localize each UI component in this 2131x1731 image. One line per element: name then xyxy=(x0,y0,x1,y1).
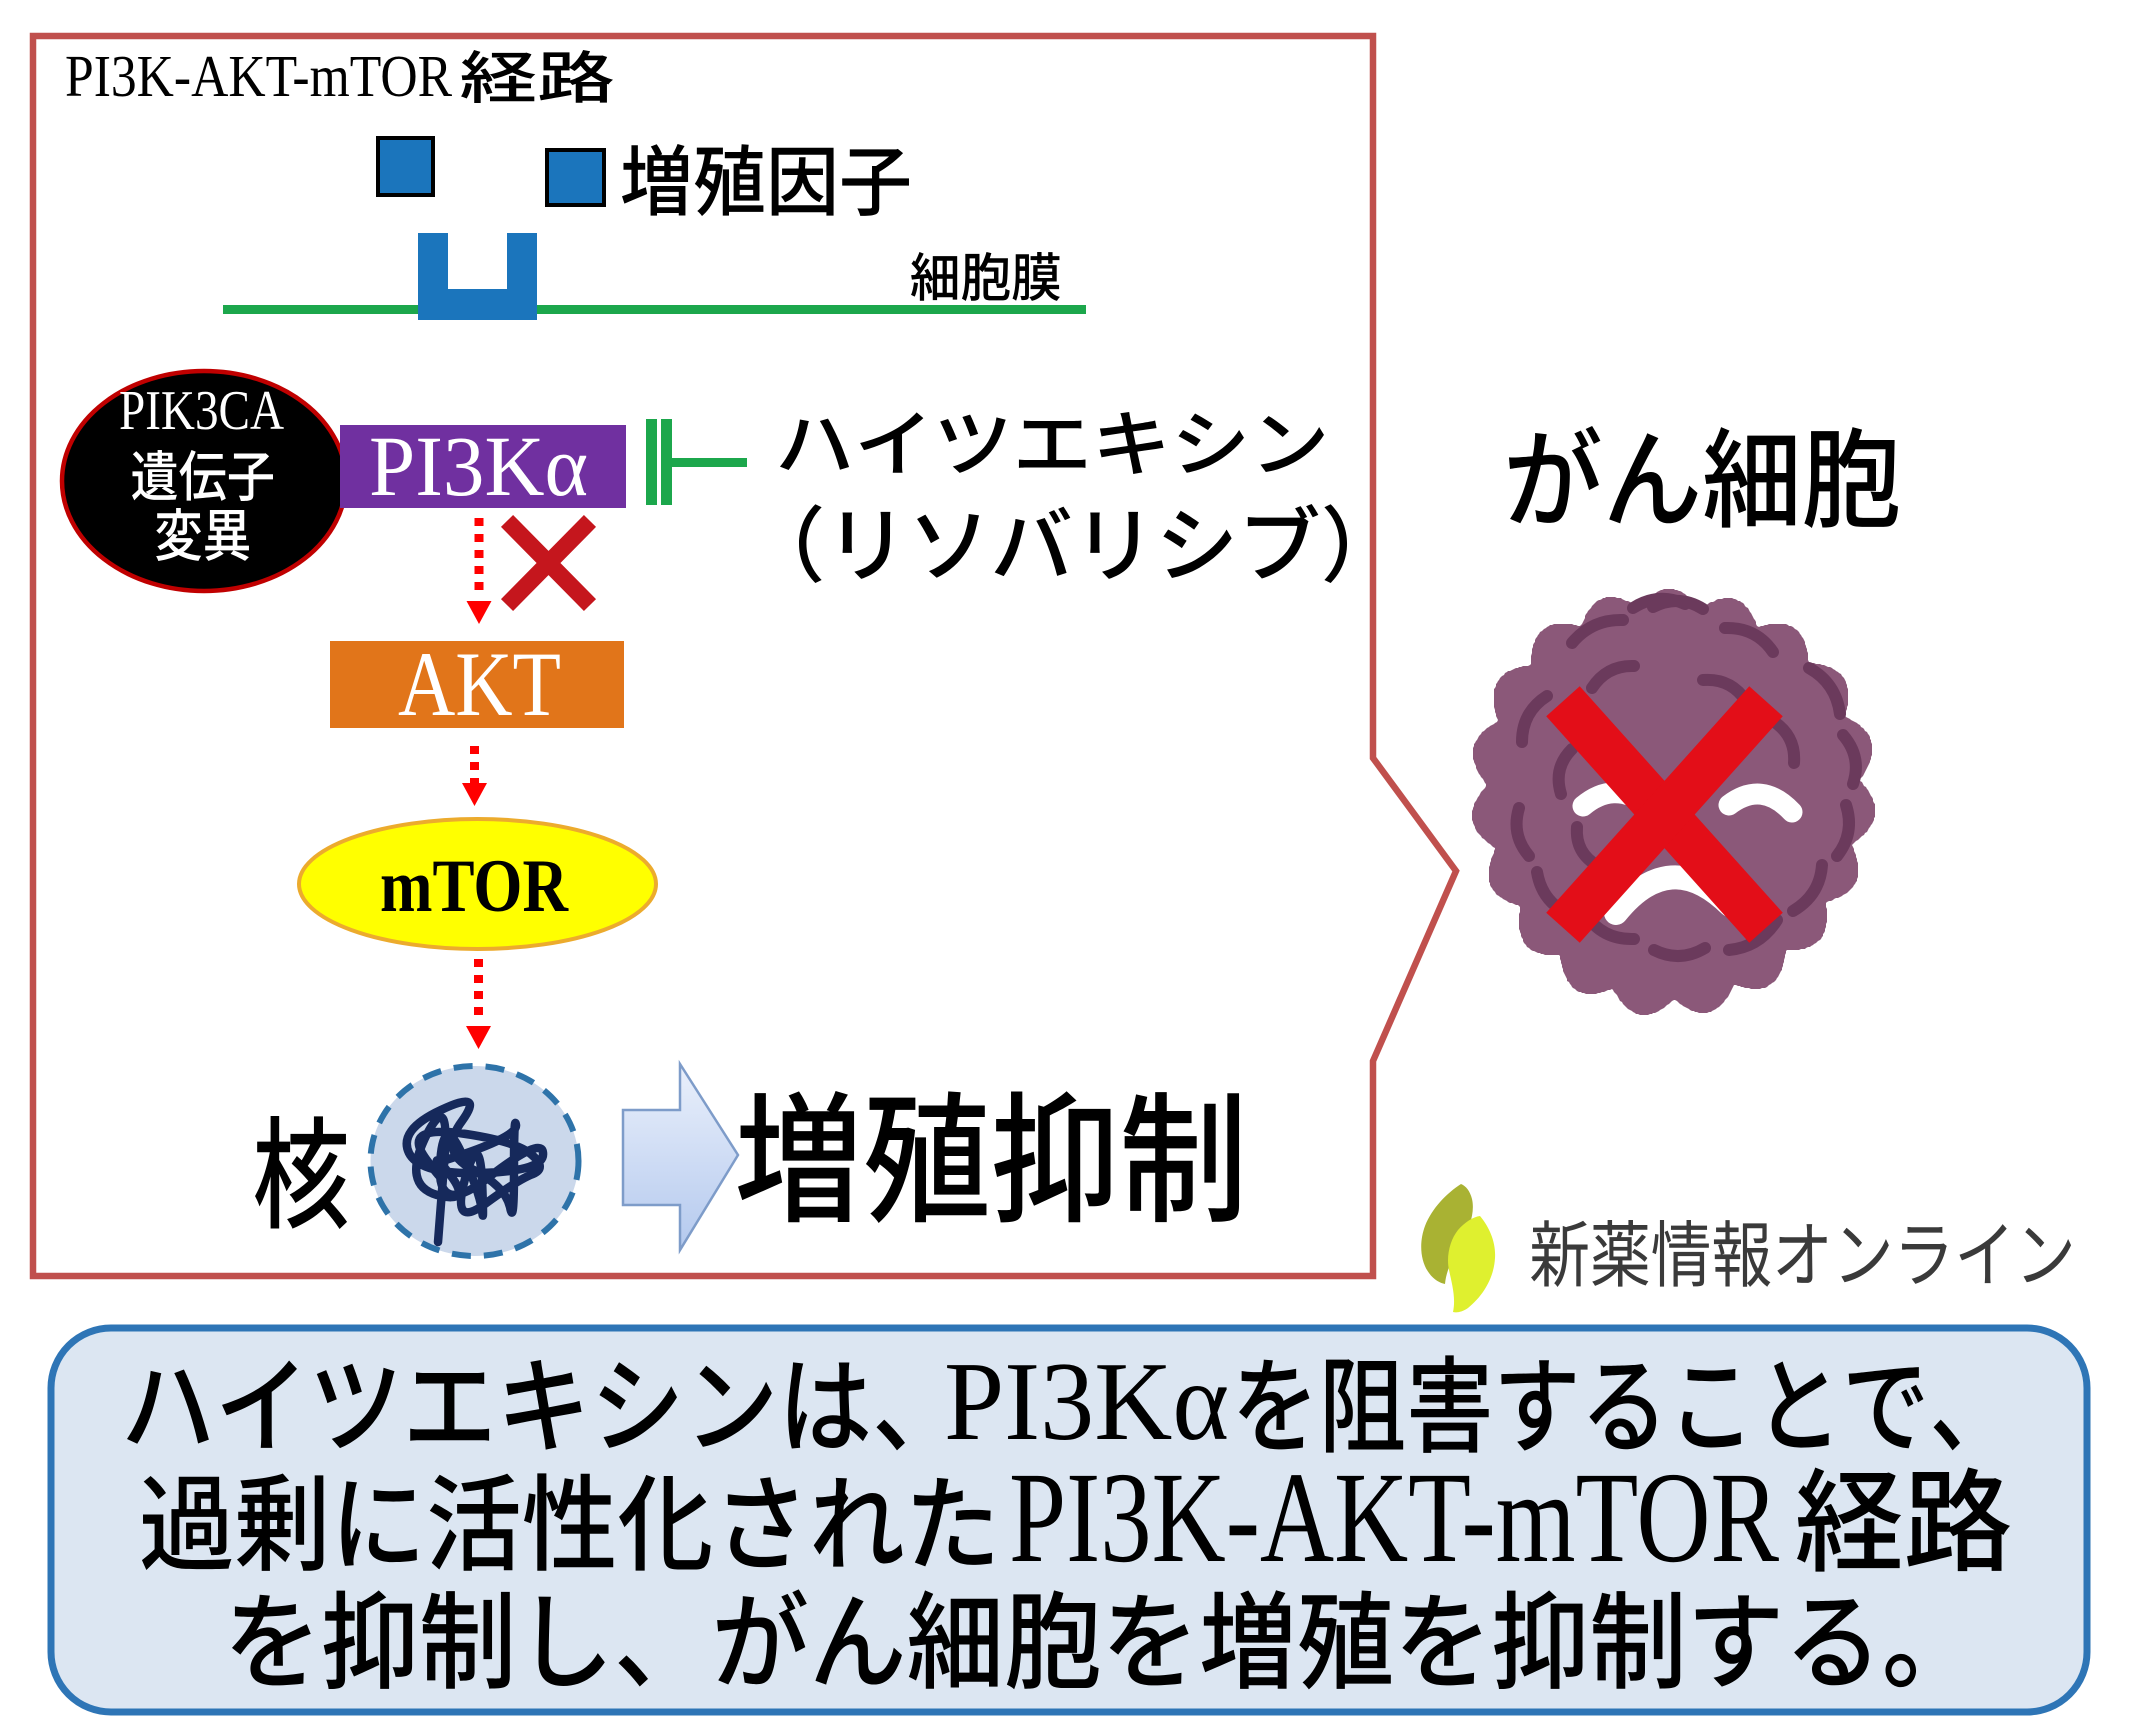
svg-text:mTOR: mTOR xyxy=(380,845,569,928)
svg-text:AKT: AKT xyxy=(398,633,561,735)
svg-text:PI3K-AKT-mTOR: PI3K-AKT-mTOR xyxy=(65,43,453,109)
svg-text:PI3K-AKT-mTOR: PI3K-AKT-mTOR xyxy=(1009,1446,1779,1590)
svg-text:PIK3CA: PIK3CA xyxy=(119,380,284,442)
svg-text:PI3Kα: PI3Kα xyxy=(369,418,588,514)
svg-text:PI3Kα: PI3Kα xyxy=(944,1340,1229,1464)
